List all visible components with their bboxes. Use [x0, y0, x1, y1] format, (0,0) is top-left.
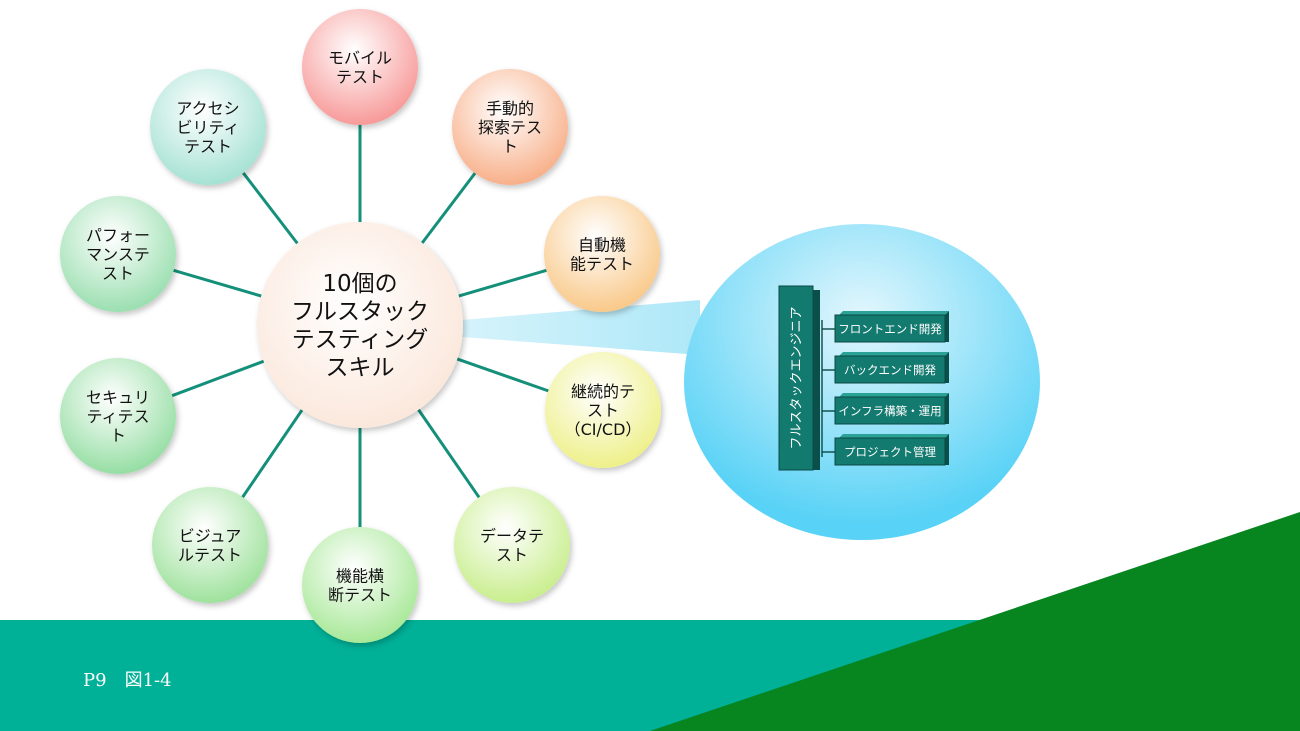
- skill-label: パフォーマンステスト: [86, 226, 150, 283]
- skill-node: 自動機能テスト: [544, 196, 660, 312]
- skill-node: アクセシビリティテスト: [150, 69, 266, 185]
- skill-node: 機能横断テスト: [302, 527, 418, 643]
- skill-label: 手動的探索テスト: [478, 99, 542, 156]
- skill-node: データテスト: [454, 487, 570, 603]
- skill-label: データテスト: [480, 527, 544, 565]
- figure-caption: P9 図1-4: [83, 670, 172, 691]
- skill-label: 機能横断テスト: [328, 567, 392, 605]
- skill-circle: [60, 196, 176, 312]
- connector-line: [240, 170, 300, 246]
- skill-circle: [302, 527, 418, 643]
- skill-label: アクセシビリティテスト: [176, 99, 239, 156]
- engineer-pillar: [778, 285, 814, 471]
- skill-circle: [545, 352, 661, 468]
- role-label: インフラ構築・運用: [838, 404, 941, 418]
- skill-circle: [150, 69, 266, 185]
- role-label: バックエンド開発: [844, 363, 936, 377]
- skill-circle: [302, 9, 418, 125]
- connectors: [169, 123, 551, 529]
- role-box: インフラ構築・運用: [822, 393, 949, 425]
- role-box: プロジェクト管理: [822, 434, 949, 466]
- connector-line: [240, 407, 305, 500]
- connector-line: [171, 268, 264, 299]
- skill-label: モバイルテスト: [328, 49, 392, 87]
- skill-node: モバイルテスト: [302, 9, 418, 125]
- skill-node: 継続的テスト（CI/CD）: [545, 352, 661, 468]
- role-label: プロジェクト管理: [844, 445, 936, 459]
- engineer-pillar-side: [812, 290, 820, 470]
- connector-line: [454, 356, 551, 393]
- skill-circle: [152, 487, 268, 603]
- skill-circle: [454, 487, 570, 603]
- role-box: バックエンド開発: [822, 352, 949, 384]
- skill-label: ビジュアルテスト: [178, 527, 242, 565]
- skill-label: 自動機能テスト: [570, 236, 634, 274]
- connector-line: [169, 359, 266, 398]
- connector-line: [419, 170, 478, 246]
- engineer-structure: フルスタックエンジニア フロントエンド開発バックエンド開発インフラ構築・運用プロ…: [778, 285, 949, 471]
- skill-node: ビジュアルテスト: [152, 487, 268, 603]
- skill-circle: [452, 69, 568, 185]
- connector-line: [416, 407, 482, 500]
- center-node: [257, 222, 463, 428]
- role-label: フロントエンド開発: [838, 322, 942, 336]
- center-title: 10個のフルスタックテスティングスキル: [291, 271, 429, 381]
- role-box: フロントエンド開発: [822, 311, 949, 343]
- skill-node: 手動的探索テスト: [452, 69, 568, 185]
- engineer-title: フルスタックエンジニア: [790, 306, 805, 449]
- skill-label: 継続的テスト（CI/CD）: [565, 382, 642, 439]
- connector-line: [456, 268, 549, 299]
- skill-node: セキュリティテスト: [60, 358, 176, 474]
- skill-node: パフォーマンステスト: [60, 196, 176, 312]
- footer-accent: [650, 512, 1300, 731]
- skill-label: セキュリティテスト: [86, 388, 150, 445]
- skill-circle: [60, 358, 176, 474]
- callout-pointer: [462, 300, 700, 355]
- skill-circle: [544, 196, 660, 312]
